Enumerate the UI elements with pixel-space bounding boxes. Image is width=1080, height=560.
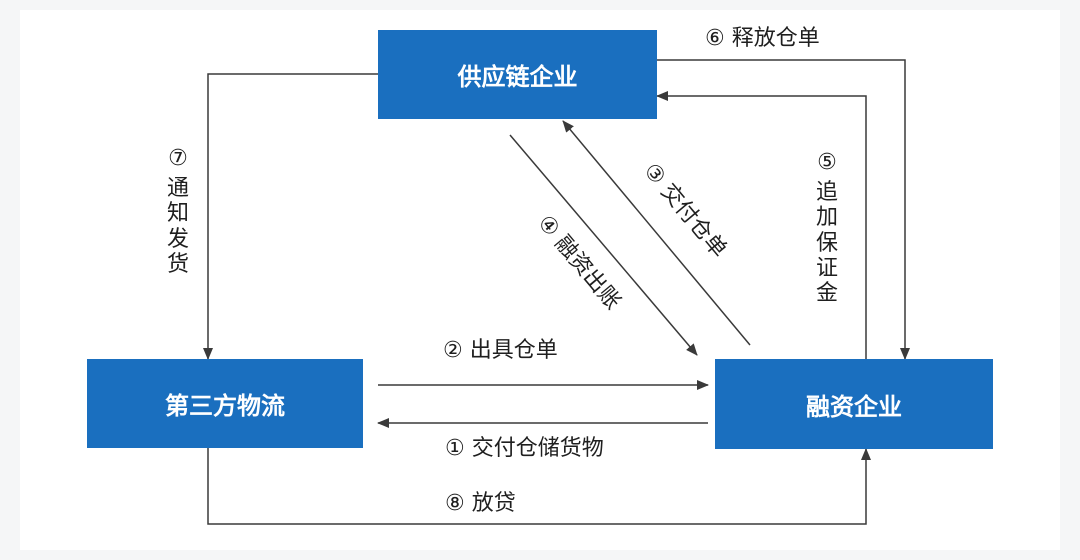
label-lending: ⑧ 放贷 <box>445 491 516 516</box>
arrow-release-receipt <box>657 59 910 360</box>
arrow-notify-shipment <box>203 73 378 360</box>
node-financing-enterprise: 融资企业 <box>715 359 993 449</box>
label-release-receipt: ⑥ 释放仓单 <box>705 26 820 51</box>
label-add-margin: 追加保证金 <box>815 180 838 307</box>
arrow-financing-disbursement <box>509 134 698 356</box>
node-supply-chain-enterprise: 供应链企业 <box>378 30 657 119</box>
label-notify-shipment-number: ⑦ <box>168 146 188 171</box>
arrow-add-margin <box>656 91 867 359</box>
label-notify-shipment: 通知发货 <box>166 176 189 277</box>
arrow-lending <box>207 448 871 525</box>
label-add-margin-number: ⑤ <box>817 150 837 175</box>
node-third-party-logistics: 第三方物流 <box>87 359 363 448</box>
label-issue-receipt: ② 出具仓单 <box>443 338 558 363</box>
label-deliver-goods: ① 交付仓储货物 <box>445 436 604 461</box>
arrow-deliver-receipt <box>562 120 751 346</box>
